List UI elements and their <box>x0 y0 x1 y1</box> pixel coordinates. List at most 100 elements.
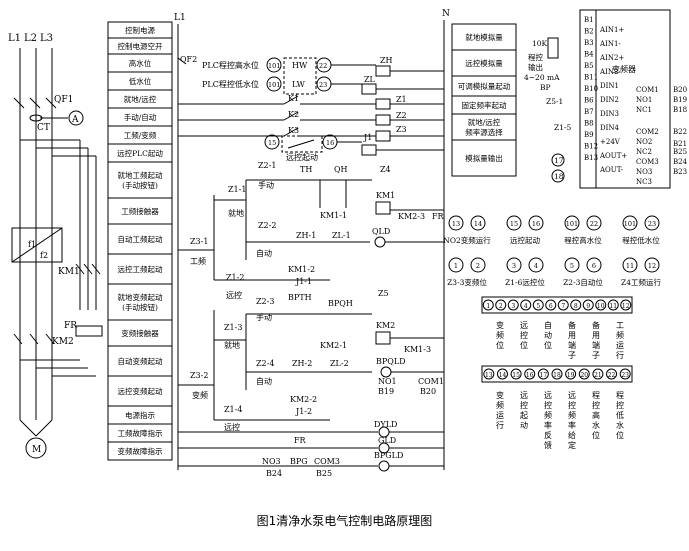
vfd-left-terminal: B3 <box>584 39 594 47</box>
legend-term: 101 <box>624 220 636 228</box>
strip-label-char: 给 <box>568 430 576 440</box>
bpg-label: BPG <box>290 457 308 466</box>
vfd-mid-terminal: DIN4 <box>600 124 620 132</box>
strip-label-char: 控 <box>520 330 528 340</box>
vfd-right-terminal: COM3 <box>636 158 659 166</box>
power-freq-label: 工频 <box>190 256 206 266</box>
function-label: 控制电源 <box>125 25 155 35</box>
z5-1-label: Z5-1 <box>546 97 563 106</box>
vfd-left-terminal: B10 <box>584 85 598 93</box>
strip-label-char: 控 <box>592 400 600 410</box>
strip-label-char: 频 <box>496 400 504 410</box>
qf1-label: QF1 <box>54 95 73 105</box>
z3-coil: Z3 <box>396 125 407 134</box>
vfd-right-num: B24 <box>673 158 688 166</box>
legend-label: 程控低水位 <box>622 235 660 245</box>
vfd-right-num: B21 <box>673 140 687 148</box>
j1-1-label: J1-1 <box>295 277 312 286</box>
local-label: 就地 <box>228 208 244 218</box>
z1-3-label: Z1-3 <box>224 323 242 332</box>
qld-label: QLD <box>372 227 390 236</box>
vfd-left-terminal: B2 <box>584 28 594 36</box>
strip-label-char: 工 <box>616 321 624 330</box>
strip-label-char: 高 <box>592 410 600 420</box>
legend-label: NO2变频运行 <box>443 235 491 245</box>
strip-label-char: 用 <box>568 331 576 340</box>
relay-label: 就地模拟量 <box>465 32 503 42</box>
bpth-label: BPTH <box>288 293 312 302</box>
km2-1-label: KM2-1 <box>320 341 347 350</box>
vfd-left-terminal: B7 <box>584 108 594 116</box>
strip-number: 15 <box>512 372 520 379</box>
zl-1-label: ZL-1 <box>332 231 351 240</box>
control-rails: L1 N <box>174 9 450 470</box>
auto-label-2: 自动 <box>256 376 272 386</box>
z1-coil: Z1 <box>396 95 407 104</box>
com1-label: COM1 <box>418 377 444 386</box>
vfreq-label: 变频 <box>192 390 208 400</box>
strip-label-char: 控 <box>520 400 528 410</box>
z3-2-label: Z3-2 <box>190 371 208 380</box>
vfd-mid-terminal: AIN2+ <box>599 54 624 62</box>
control-circuit: QF2 PLC程控高水位 PLC程控低水位 101 101 HW LW 22 2… <box>177 55 445 478</box>
function-label: 高水位 <box>129 58 152 68</box>
function-cell <box>107 283 173 321</box>
motor-symbol <box>25 437 47 459</box>
strip-number: 13 <box>485 372 493 379</box>
km2-2-label: KM2-2 <box>290 395 317 404</box>
legend-term: 1 <box>454 262 458 270</box>
function-cell <box>107 161 173 199</box>
legend-label: 程控高水位 <box>564 235 602 245</box>
strip-number: 21 <box>594 372 602 379</box>
relay-label: 固定频率起动 <box>462 100 507 110</box>
function-label: 电源指示 <box>125 410 155 420</box>
local-label-2: 就地 <box>224 340 240 350</box>
legend-label: Z3-3变频位 <box>447 277 487 287</box>
relay-label: 可调模拟量起动 <box>458 81 511 91</box>
legend-term: 16 <box>532 220 540 228</box>
strip-number: 1 <box>486 303 490 310</box>
phase-l1: L1 <box>8 33 21 44</box>
legend-term: 15 <box>510 220 518 228</box>
strip-label-char: 运 <box>496 411 504 420</box>
strip-label-char: 馈 <box>544 440 552 450</box>
strip-label-char: 位 <box>496 340 504 350</box>
strip-label-char: 程 <box>616 391 624 400</box>
km2-3-label: KM2-3 <box>398 212 425 221</box>
strip-label-char: 远 <box>544 391 552 400</box>
vfd-mid-terminal: AOUT+ <box>599 152 627 160</box>
vfd-left-terminal: B5 <box>584 62 594 70</box>
z2-2-label: Z2-2 <box>258 221 276 230</box>
gld-label: GLD <box>378 436 396 445</box>
vfd-right-terminal: NO2 <box>636 138 652 146</box>
function-label-sub: (手动按钮) <box>122 180 158 190</box>
relay-label: 模拟量输出 <box>465 153 503 163</box>
legend-term: 12 <box>648 262 656 270</box>
term-16: 16 <box>326 139 334 147</box>
function-label: 工频/变频 <box>124 130 157 140</box>
legend-label: Z2-3自动位 <box>563 277 603 287</box>
vfd-mid-terminal: DIN2 <box>600 96 619 104</box>
strip-number: 16 <box>526 372 534 379</box>
function-label: 就地工频起动 <box>118 170 163 180</box>
km2-label: KM2 <box>52 337 74 347</box>
km1-coil-label: KM1 <box>376 191 395 200</box>
terminal-strip <box>481 296 633 314</box>
z1-1-label: Z1-1 <box>228 185 246 194</box>
b25-label: B25 <box>316 469 332 478</box>
strip-label-char: 低 <box>616 410 624 420</box>
strip-label-char: 位 <box>616 430 624 440</box>
strip-label-char: 频 <box>544 410 552 420</box>
vfd-left-terminal: B12 <box>584 143 598 151</box>
lw-label: LW <box>292 80 306 89</box>
strip-label-char: 位 <box>544 340 552 350</box>
fr-indicator-label: FR <box>294 436 307 445</box>
z3-1-label: Z3-1 <box>190 237 208 246</box>
rail-n: N <box>442 9 450 19</box>
function-label: 变频接触器 <box>121 328 159 338</box>
legend-term: 22 <box>590 220 598 228</box>
strip-label-char: 率 <box>544 420 552 430</box>
